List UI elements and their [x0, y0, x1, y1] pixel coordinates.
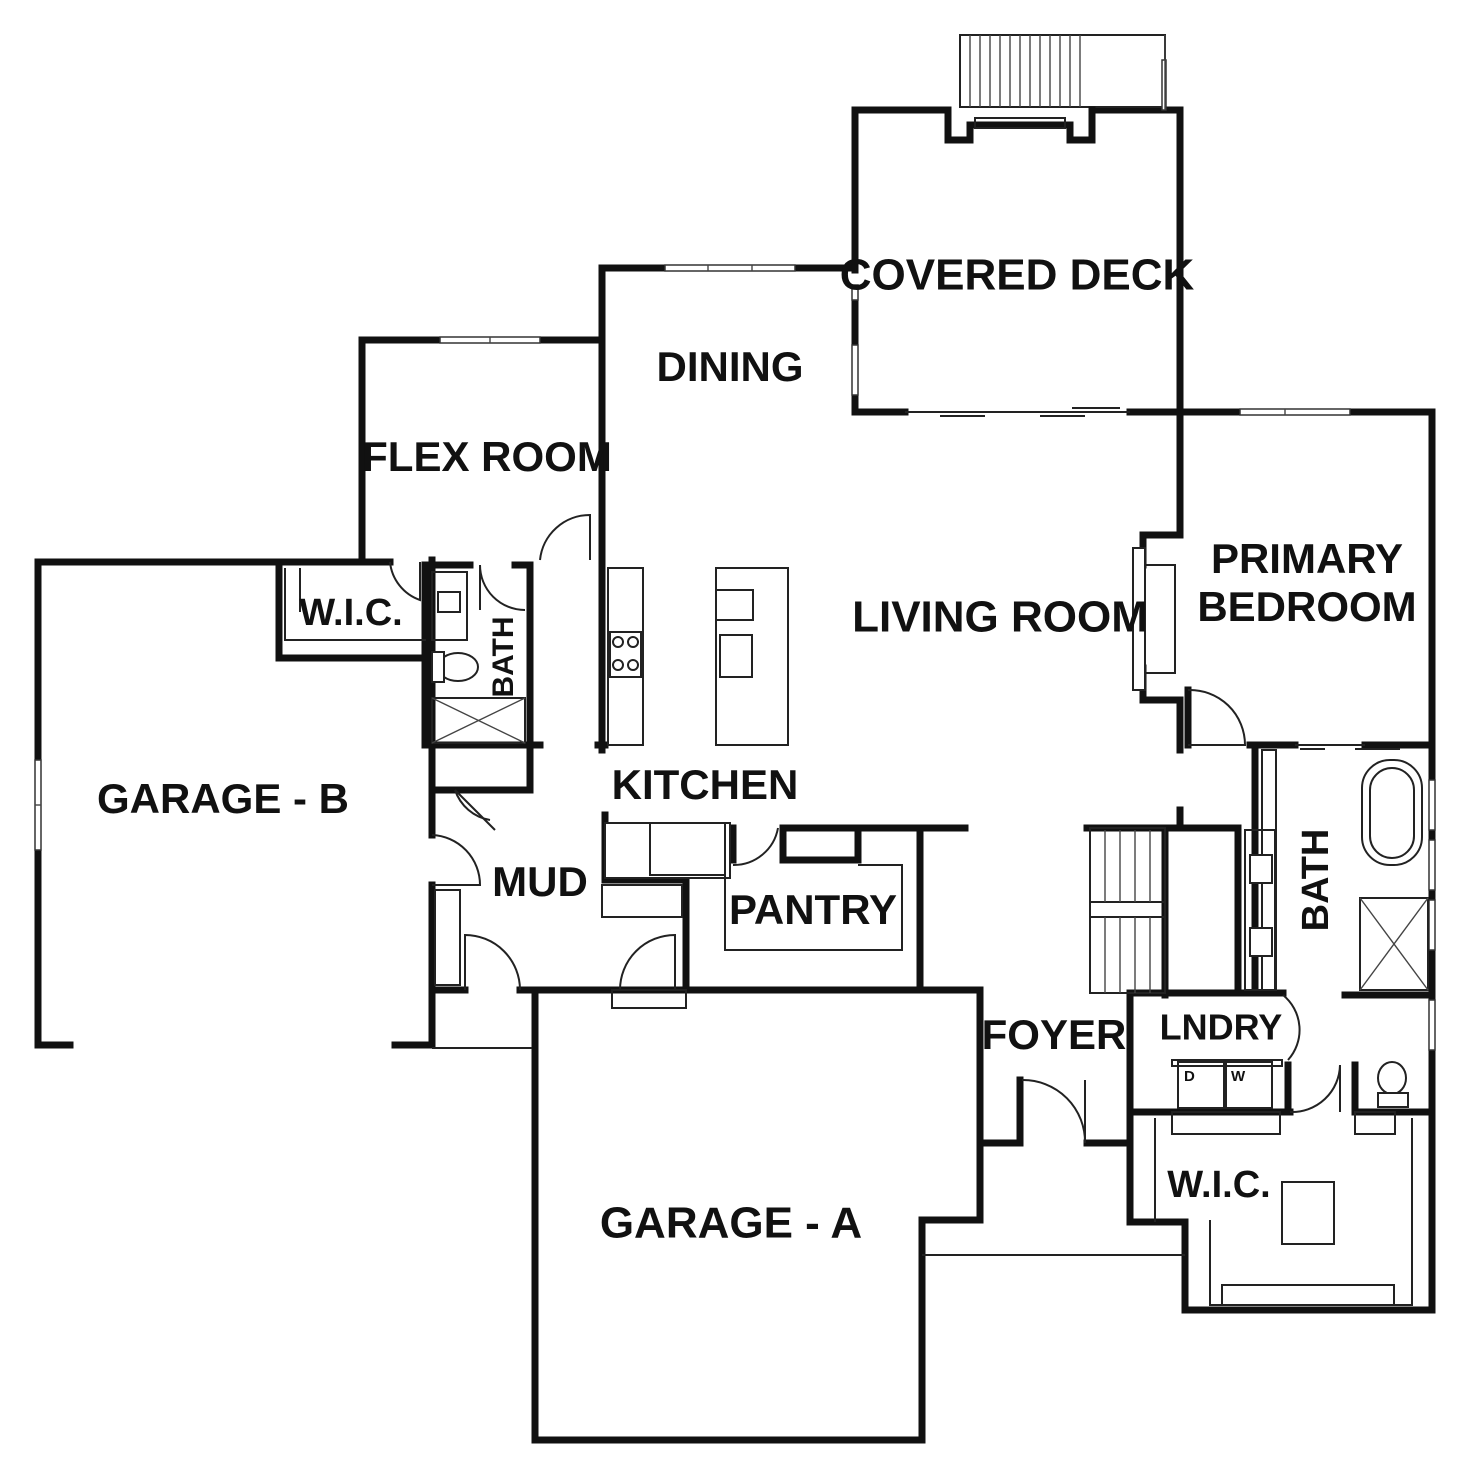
label-wic-left: W.I.C. — [299, 592, 402, 634]
label-foyer: FOYER — [982, 1011, 1127, 1058]
label-bath-left: BATH — [487, 616, 520, 697]
deck-stairs — [959, 34, 1166, 108]
label-living-room: LIVING ROOM — [852, 593, 1148, 642]
dryer-label: D — [1184, 1068, 1195, 1085]
label-garage-b: GARAGE - B — [97, 775, 349, 822]
label-wic-right: W.I.C. — [1167, 1164, 1270, 1206]
label-pantry: PANTRY — [729, 886, 897, 933]
fixtures — [284, 547, 1429, 1306]
label-kitchen: KITCHEN — [612, 761, 799, 808]
label-primary-bedroom-line1: PRIMARY — [1211, 535, 1403, 582]
label-flex-room: FLEX ROOM — [362, 433, 612, 480]
label-lndry: LNDRY — [1160, 1007, 1283, 1048]
sliding-doors — [905, 407, 1400, 750]
appliance-labels: D W — [1184, 1068, 1246, 1085]
label-primary-bedroom-line2: BEDROOM — [1197, 583, 1416, 630]
room-labels: COVERED DECK DINING FLEX ROOM W.I.C. BAT… — [97, 251, 1417, 1248]
label-mud: MUD — [492, 858, 588, 905]
label-dining: DINING — [657, 343, 804, 390]
label-bath-right: BATH — [1295, 829, 1337, 932]
door-swings — [389, 513, 1341, 1144]
label-garage-a: GARAGE - A — [600, 1199, 862, 1248]
deck-fireplace — [944, 106, 1096, 144]
washer-label: W — [1231, 1068, 1246, 1085]
label-covered-deck: COVERED DECK — [840, 251, 1195, 300]
windows — [34, 35, 1436, 1051]
